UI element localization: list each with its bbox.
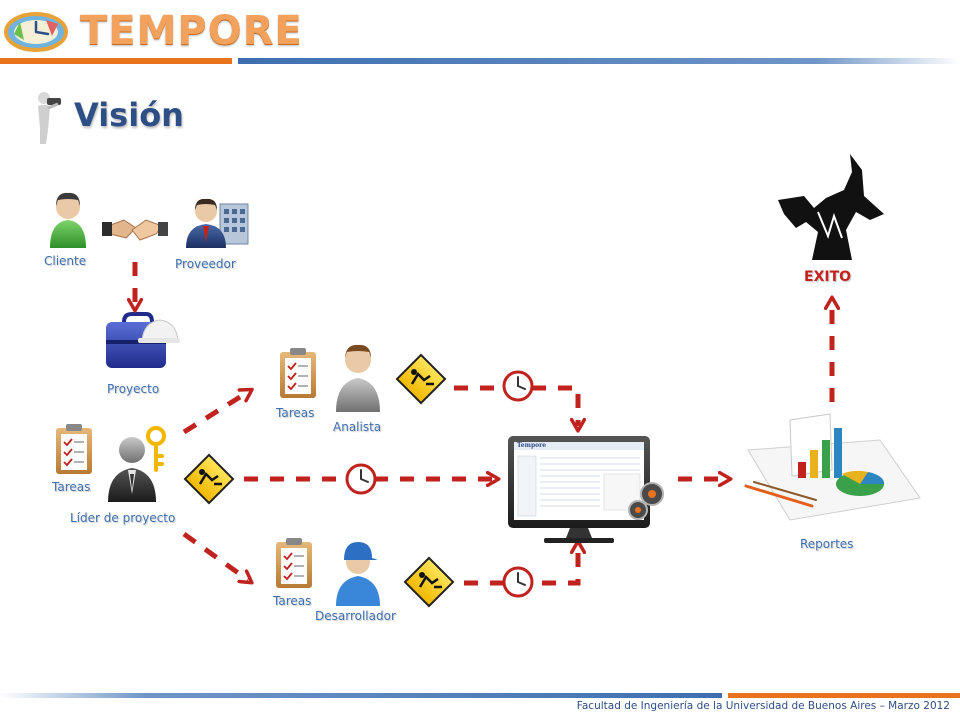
exito-success-figure-icon	[778, 154, 884, 260]
tareas-desarrollador-label: Tareas	[273, 594, 312, 608]
proyecto-label: Proyecto	[107, 382, 160, 396]
page-title: Visión	[74, 96, 184, 134]
clock-icon	[345, 463, 377, 495]
cliente-label: Cliente	[44, 254, 87, 268]
exito-label: EXITO	[804, 269, 852, 285]
tareas-lider-label: Tareas	[52, 480, 91, 494]
handshake-icon	[102, 219, 168, 241]
tareas-clipboard-lider-icon	[56, 424, 92, 474]
brand-title: TEMPORE	[80, 8, 303, 54]
proyecto-briefcase-icon	[106, 312, 180, 368]
proveedor-label: Proveedor	[175, 257, 236, 271]
under-construction-sign-icon	[403, 556, 455, 608]
clock-icon	[502, 566, 534, 598]
arrow-lider-analista	[182, 392, 248, 435]
key-icon	[146, 426, 166, 472]
arrow-desarrollador-sistema	[464, 546, 578, 586]
footer-orange-bar	[728, 693, 960, 698]
lider-de-proyecto-label: Líder de proyecto	[70, 511, 176, 525]
app-brand-label: Tempore	[517, 442, 547, 449]
desarrollador-label: Desarrollador	[315, 609, 396, 623]
reportes-charts-icon	[744, 413, 921, 521]
analista-person-icon	[336, 344, 380, 412]
tareas-clipboard-desarrollador-icon	[276, 538, 312, 588]
clock-icon	[502, 370, 534, 402]
cliente-person-icon	[50, 192, 86, 248]
header-blue-bar	[238, 58, 960, 64]
proveedor-person-building-icon	[186, 198, 249, 248]
under-construction-sign-icon	[183, 453, 235, 505]
footer-blue-bar	[0, 693, 722, 698]
header-orange-bar	[0, 58, 232, 64]
analista-label: Analista	[333, 420, 382, 434]
binoculars-person-icon	[38, 92, 61, 144]
arrow-lider-desarrollador	[182, 531, 248, 580]
lider-de-proyecto-person-icon	[108, 437, 156, 502]
tareas-clipboard-analista-icon	[280, 348, 316, 398]
tareas-analista-label: Tareas	[276, 406, 315, 420]
tempore-system-monitor-icon	[508, 436, 664, 543]
footer-text: Facultad de Ingeniería de la Universidad…	[576, 700, 950, 712]
desarrollador-person-icon	[336, 542, 380, 606]
reportes-label: Reportes	[800, 537, 854, 551]
tempore-clock-logo-icon	[4, 12, 68, 52]
under-construction-sign-icon	[395, 353, 447, 405]
